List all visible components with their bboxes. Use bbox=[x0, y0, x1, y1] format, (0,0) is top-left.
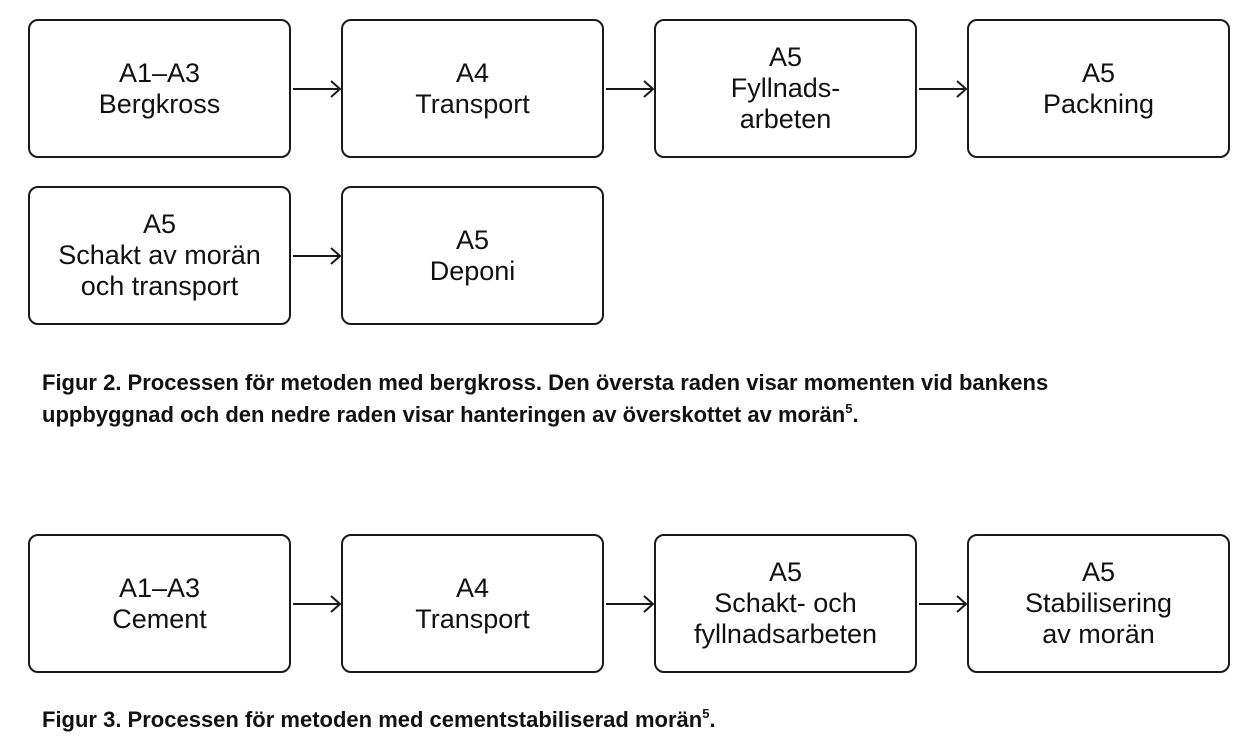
flow-arrow bbox=[606, 80, 655, 98]
process-label: arbeten bbox=[739, 104, 832, 134]
process-label: Cement bbox=[112, 603, 207, 634]
process-code: A5 bbox=[455, 224, 490, 255]
process-code: A5 bbox=[768, 557, 803, 587]
flow-arrow bbox=[919, 595, 968, 613]
process-label: Stabilisering bbox=[1024, 588, 1173, 618]
process-code: A4 bbox=[455, 57, 489, 88]
process-label: och transport bbox=[80, 271, 239, 301]
process-label: Deponi bbox=[429, 255, 516, 286]
process-box-cement: A1–A3 Cement bbox=[28, 534, 291, 673]
process-label: Transport bbox=[415, 88, 530, 119]
process-box-transport-fig3: A4 Transport bbox=[341, 534, 604, 673]
caption-line: Figur 2. Processen för metoden med bergk… bbox=[42, 370, 1049, 395]
process-code: A1–A3 bbox=[118, 572, 201, 603]
process-code: A5 bbox=[768, 42, 803, 72]
process-label: Transport bbox=[415, 603, 530, 634]
process-box-stabilisering: A5 Stabilisering av morän bbox=[967, 534, 1230, 673]
flow-arrow bbox=[293, 80, 342, 98]
process-code: A5 bbox=[1081, 57, 1115, 88]
process-code: A1–A3 bbox=[118, 57, 201, 88]
footnote-marker: 5 bbox=[702, 706, 710, 721]
process-code: A4 bbox=[455, 572, 489, 603]
flow-arrow bbox=[293, 595, 342, 613]
process-label: Schakt av morän bbox=[58, 240, 261, 270]
caption-text: uppbyggnad och den nedre raden visar han… bbox=[42, 402, 846, 427]
flow-arrow bbox=[606, 595, 655, 613]
caption-line: Figur 3. Processen för metoden med cemen… bbox=[42, 704, 1232, 736]
footnote-marker: 5 bbox=[845, 401, 853, 416]
process-label: fyllnadsarbeten bbox=[693, 619, 878, 649]
figure-3-caption: Figur 3. Processen för metoden med cemen… bbox=[42, 704, 1232, 736]
process-box-bergkross: A1–A3 Bergkross bbox=[28, 19, 291, 158]
process-label: Packning bbox=[1042, 88, 1155, 119]
flow-arrow bbox=[293, 247, 342, 265]
caption-text: Figur 3. Processen för metoden med cemen… bbox=[42, 707, 703, 732]
process-box-schakt-moran: A5 Schakt av morän och transport bbox=[28, 186, 291, 325]
process-box-schakt-fyllnad: A5 Schakt- och fyllnadsarbeten bbox=[654, 534, 917, 673]
caption-end: . bbox=[709, 707, 716, 732]
process-code: A5 bbox=[1081, 557, 1115, 587]
process-label: Schakt- och bbox=[714, 588, 857, 618]
figure-2-caption: Figur 2. Processen för metoden med bergk… bbox=[42, 367, 1232, 431]
process-box-packning: A5 Packning bbox=[967, 19, 1230, 158]
process-box-deponi: A5 Deponi bbox=[341, 186, 604, 325]
process-box-transport: A4 Transport bbox=[341, 19, 604, 158]
process-label: Fyllnads- bbox=[730, 73, 841, 103]
process-label: av morän bbox=[1042, 619, 1155, 649]
process-code: A5 bbox=[142, 209, 177, 239]
flow-arrow bbox=[919, 80, 968, 98]
process-label: Bergkross bbox=[98, 88, 221, 119]
process-box-fyllnadsarbeten: A5 Fyllnads- arbeten bbox=[654, 19, 917, 158]
caption-line: uppbyggnad och den nedre raden visar han… bbox=[42, 399, 1232, 431]
caption-end: . bbox=[852, 402, 859, 427]
